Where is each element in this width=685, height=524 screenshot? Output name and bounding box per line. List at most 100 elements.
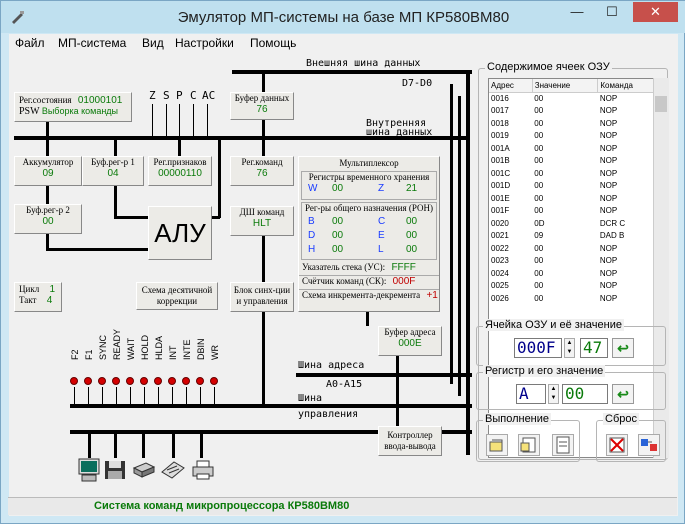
- run-step-button[interactable]: [486, 434, 508, 456]
- led-sync: [98, 377, 106, 385]
- command-decoder[interactable]: ДШ команд HLT: [230, 206, 294, 236]
- register-select[interactable]: A: [516, 384, 546, 404]
- cell-address-spinner[interactable]: ▲▼: [564, 338, 575, 358]
- menu-help[interactable]: Помощь: [250, 36, 297, 50]
- internal-data-bus-label-2: шина данных: [366, 127, 433, 138]
- io-controller[interactable]: Контроллер ввода-вывода: [378, 426, 442, 456]
- program-counter-value[interactable]: 000F: [392, 276, 416, 287]
- buffer-register-2[interactable]: Буф.рег-р 2 00: [14, 204, 82, 234]
- register-l-label: L: [378, 244, 384, 255]
- register-c-value[interactable]: 00: [406, 216, 418, 227]
- cycle-tact[interactable]: Цикл 1 Такт 4: [14, 282, 62, 312]
- floppy-icon[interactable]: [104, 460, 126, 480]
- register-h-value[interactable]: 00: [332, 244, 344, 255]
- io-bus: [70, 430, 472, 434]
- signal-ready: READY: [112, 328, 122, 360]
- buffer-register-1[interactable]: Буф.рег-р 1 04: [82, 156, 144, 186]
- keyboard-icon[interactable]: [160, 458, 186, 482]
- alu[interactable]: АЛУ: [148, 206, 212, 260]
- cell-address-field[interactable]: 000F: [514, 338, 562, 358]
- flag-line: [193, 104, 194, 136]
- data-buffer[interactable]: Буфер данных 76: [230, 92, 294, 120]
- flags-register[interactable]: Рег.признаков 00000110: [148, 156, 212, 186]
- signal-hlda: HLDA: [154, 335, 164, 360]
- register-e-value[interactable]: 00: [406, 230, 418, 241]
- program-icon: [556, 436, 570, 454]
- cell-command: NOP: [599, 131, 618, 141]
- connector: [210, 216, 220, 219]
- reset-memory-button[interactable]: [606, 434, 628, 456]
- column-command[interactable]: Команда: [597, 79, 657, 93]
- close-button[interactable]: ✕: [633, 2, 678, 22]
- register-l-value[interactable]: 00: [406, 244, 418, 255]
- cell-value: 00: [534, 281, 544, 291]
- cell-command: NOP: [599, 256, 618, 266]
- menu-settings[interactable]: Настройки: [175, 36, 234, 50]
- column-address[interactable]: Адрес: [489, 79, 533, 93]
- register-e-label: E: [378, 230, 385, 241]
- maximize-button[interactable]: ☐: [606, 4, 618, 19]
- register-spinner[interactable]: ▲▼: [548, 384, 559, 404]
- run-program-button[interactable]: [552, 434, 574, 456]
- register-z-value[interactable]: 21: [406, 183, 418, 194]
- decimal-correction[interactable]: Схема десятичной коррекции: [136, 282, 218, 310]
- column-value[interactable]: Значение: [532, 79, 599, 93]
- flag-p: P: [176, 89, 183, 102]
- signal-line: [130, 387, 131, 404]
- address-buffer[interactable]: Буфер адреса 000E: [378, 326, 442, 356]
- accumulator[interactable]: Аккумулятор 09: [14, 156, 82, 186]
- flag-line: [179, 104, 180, 136]
- cell-value-field[interactable]: 47: [580, 338, 608, 358]
- led-int: [168, 377, 176, 385]
- menu-file[interactable]: Файл: [15, 36, 45, 50]
- connector: [366, 310, 369, 326]
- signal-dbin: DBIN: [196, 338, 206, 360]
- menu-mp-system[interactable]: МП-система: [58, 36, 127, 50]
- signal-f1: F1: [84, 349, 94, 360]
- scroll-thumb[interactable]: [655, 96, 667, 112]
- reset-processor-button[interactable]: [638, 434, 660, 456]
- register-value-field[interactable]: 00: [562, 384, 608, 404]
- reset-group-title: Сброс: [603, 413, 639, 425]
- sync-control-block[interactable]: Блок синх-ции и управления: [230, 282, 294, 312]
- stack-pointer-value[interactable]: FFFF: [391, 262, 416, 273]
- status-register[interactable]: Рег.состояния 01000101 PSW Выборка коман…: [14, 92, 132, 122]
- minimize-button[interactable]: —: [570, 4, 584, 19]
- command-register[interactable]: Рег.команд 76: [230, 156, 294, 186]
- drive-icon[interactable]: [132, 462, 156, 478]
- led-f1: [84, 377, 92, 385]
- cell-address: 0019: [491, 131, 509, 141]
- register-b-value[interactable]: 00: [332, 216, 344, 227]
- signal-line: [214, 387, 215, 404]
- printer-icon[interactable]: [192, 460, 214, 480]
- run-command-button[interactable]: [518, 434, 540, 456]
- register-w-value[interactable]: 00: [332, 183, 344, 194]
- general-registers: Рег-ры общего назначения (РОН) B 00 C 00…: [301, 202, 437, 260]
- monitor-icon[interactable]: [78, 458, 100, 482]
- flags-register-label: Рег.признаков: [153, 157, 207, 167]
- menu-view[interactable]: Вид: [142, 36, 164, 50]
- buffer-register-2-label: Буф.рег-р 2: [26, 205, 70, 215]
- register-d-value[interactable]: 00: [332, 230, 344, 241]
- register-apply-button[interactable]: ↩: [612, 384, 634, 404]
- cell-apply-button[interactable]: ↩: [612, 338, 634, 358]
- connector: [262, 120, 265, 136]
- flag-line: [152, 104, 153, 136]
